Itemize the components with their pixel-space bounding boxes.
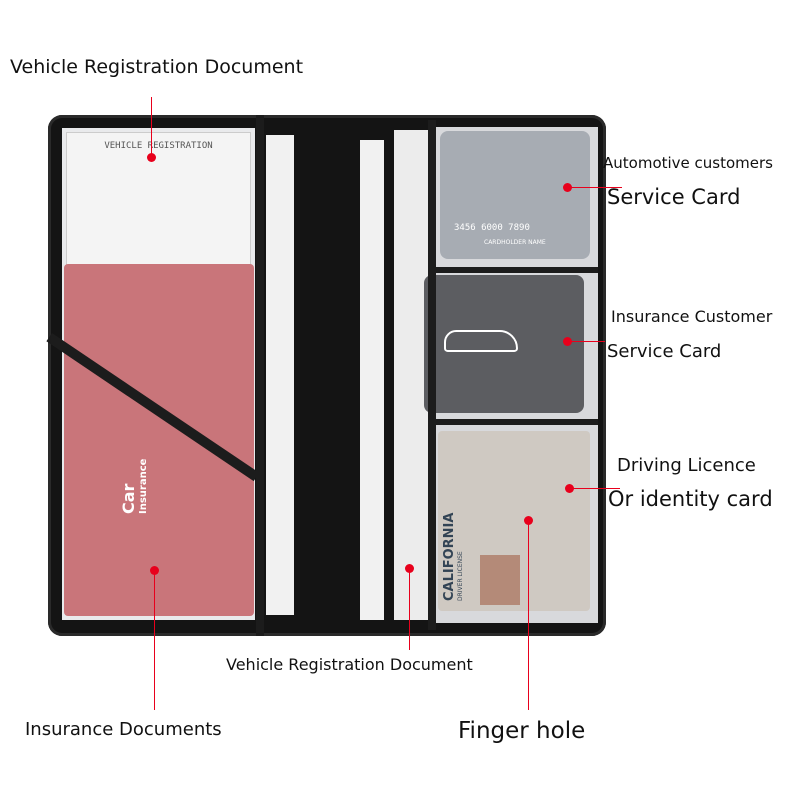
pointer-dot [562, 182, 572, 192]
insurance-document: Car Insurance [64, 264, 254, 616]
pointer-line [567, 187, 622, 188]
label-insurance-documents: Insurance Documents [25, 719, 222, 740]
left-strap [256, 115, 264, 636]
card-column: 3456 6000 7890 CARDHOLDER NAME CALIFORNI… [424, 127, 598, 623]
left-panel: VEHICLE REGISTRATION Car Insurance [46, 128, 260, 620]
pointer-dot [149, 565, 159, 575]
pointer-dot [564, 483, 574, 493]
insurance-card-subtitle: Insurance [138, 458, 149, 514]
card-divider [434, 419, 598, 425]
license-photo [480, 555, 520, 605]
pointer-dot [146, 152, 156, 162]
label-service-card-2: Service Card [607, 341, 722, 362]
pointer-line [569, 488, 620, 489]
card-divider [434, 267, 598, 273]
license-state: CALIFORNIA [442, 512, 457, 601]
label-vehicle-registration-top: Vehicle Registration Document [10, 56, 304, 78]
pointer-dot [404, 563, 414, 573]
pointer-line [409, 568, 410, 650]
pointer-line [151, 97, 152, 157]
label-vehicle-registration-bottom: Vehicle Registration Document [226, 655, 473, 674]
cardholder-name: CARDHOLDER NAME [484, 239, 546, 246]
label-service-card-1: Service Card [607, 185, 741, 209]
pointer-line [528, 520, 529, 710]
license-type: DRIVER LICENSE [457, 551, 464, 601]
label-finger-hole: Finger hole [458, 718, 586, 744]
left-inner-document [266, 135, 294, 615]
wallet: VEHICLE REGISTRATION Car Insurance 3456 … [46, 115, 606, 636]
driving-licence-card: CALIFORNIA DRIVER LICENSE [438, 431, 590, 611]
pointer-line [154, 570, 155, 710]
label-driving-licence: Driving Licence [617, 455, 756, 476]
card-number: 3456 6000 7890 [454, 223, 530, 233]
label-or-identity-card: Or identity card [608, 487, 773, 511]
automotive-service-card: 3456 6000 7890 CARDHOLDER NAME [440, 131, 590, 259]
pointer-line [567, 341, 605, 342]
pointer-dot [523, 515, 533, 525]
card-column-strap [428, 120, 436, 630]
insurance-card-title: Car [119, 483, 138, 514]
right-inner-document [360, 140, 384, 620]
label-insurance-customer: Insurance Customer [611, 307, 773, 326]
pointer-dot [562, 336, 572, 346]
car-icon [444, 330, 518, 352]
label-automotive-customers: Automotive customers [603, 154, 773, 172]
registration-heading: VEHICLE REGISTRATION [104, 141, 213, 151]
insurance-service-card [424, 275, 584, 413]
